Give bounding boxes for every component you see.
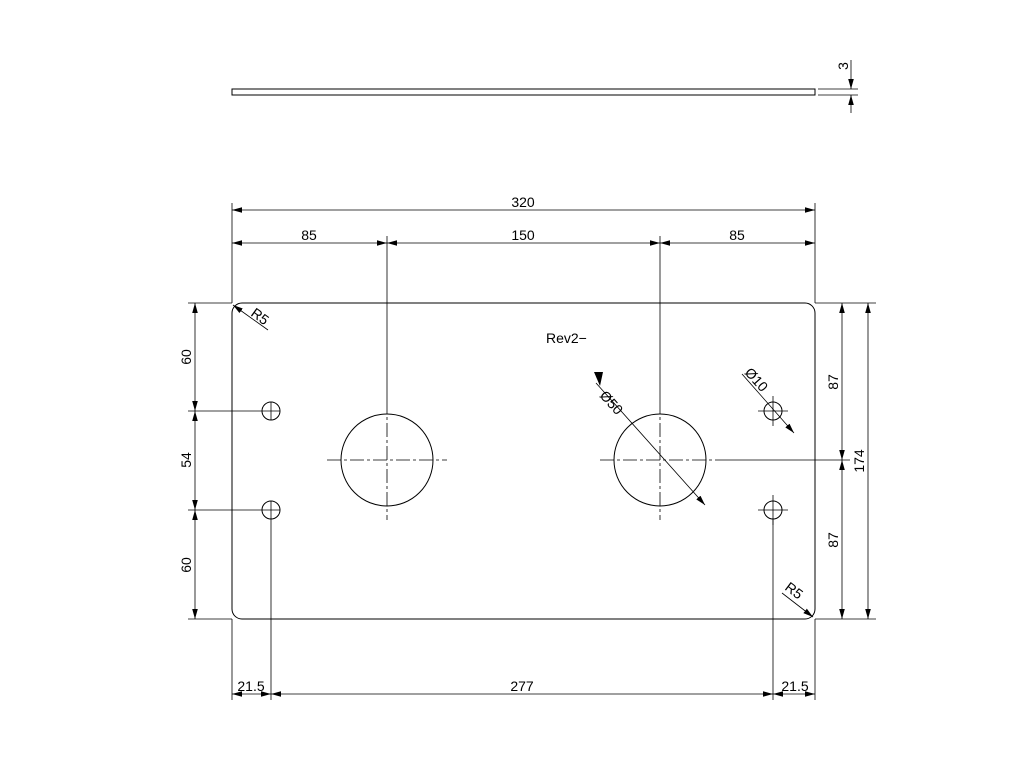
- small-hole-label: Ø10: [742, 364, 772, 395]
- radius-leader-top: [232, 304, 269, 331]
- holes: [261, 401, 783, 520]
- right-offset-label: 85: [729, 227, 745, 243]
- callouts: R5 R5 Ø50 Ø10 Rev2−: [232, 304, 814, 618]
- large-hole-leader: [595, 382, 706, 506]
- radius-leader-bottom: [781, 592, 814, 618]
- leader-arrow: [594, 372, 603, 386]
- right-lower-label: 87: [825, 532, 841, 548]
- overall-height-label: 174: [851, 449, 867, 473]
- bottom-dimensions: 21.5 277 21.5: [231, 519, 816, 700]
- small-hole-leader: [741, 373, 795, 434]
- revision-label: Rev2−: [546, 330, 587, 346]
- edge-right-label: 21.5: [781, 678, 808, 694]
- vert-mid-label: 54: [178, 452, 194, 468]
- hole-span-label: 277: [510, 678, 534, 694]
- overall-width-label: 320: [511, 194, 535, 210]
- thickness-dim-label: 3: [835, 62, 851, 70]
- edge-left-label: 21.5: [237, 678, 264, 694]
- left-offset-label: 85: [301, 227, 317, 243]
- center-spacing-label: 150: [511, 227, 535, 243]
- vert-top-label: 60: [178, 349, 194, 365]
- radius-bottom-label: R5: [782, 579, 806, 603]
- radius-top-label: R5: [248, 304, 272, 328]
- right-dimensions: 87 87 174: [720, 302, 876, 620]
- vert-bottom-label: 60: [178, 557, 194, 573]
- top-dimensions: 320 85 150 85: [231, 194, 816, 400]
- center-lines: [262, 396, 788, 525]
- left-dimensions: 60 54 60: [178, 302, 262, 620]
- plate-outline: [231, 302, 816, 620]
- right-upper-label: 87: [825, 374, 841, 390]
- side-view: 3: [231, 60, 858, 113]
- plate-side-profile: [231, 88, 816, 96]
- large-hole-label: Ø50: [597, 387, 627, 418]
